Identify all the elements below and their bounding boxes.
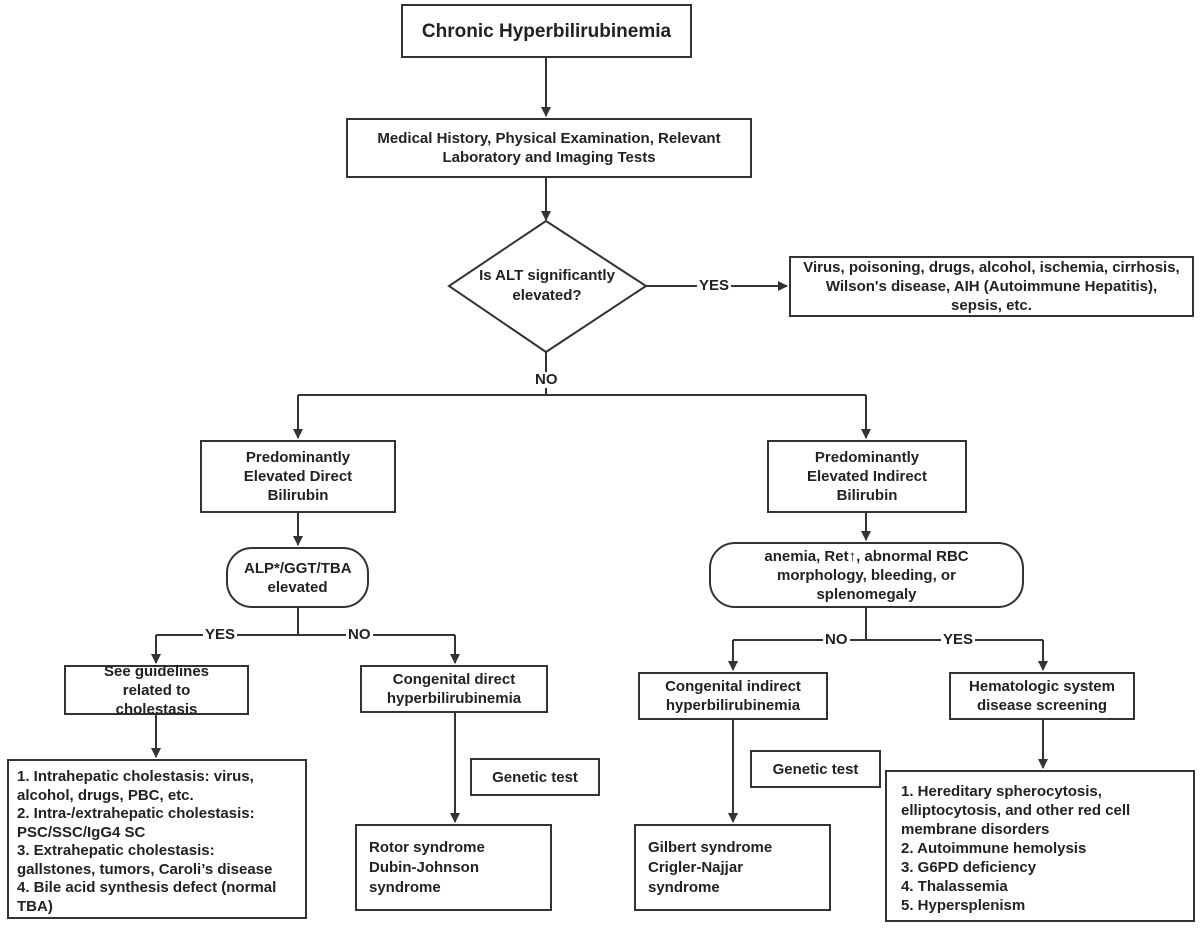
indirect-genetic-test-box: Genetic test (750, 750, 881, 788)
alt-no-label: NO (533, 371, 560, 388)
list-item: Dubin-Johnson (369, 859, 479, 876)
congenital-direct-text: Congenital direct hyperbilirubinemia (386, 671, 522, 707)
alp-ggt-tba-text: ALP*/GGT/TBA elevated (244, 559, 352, 596)
list-item: alcohol, drugs, PBC, etc. (17, 786, 194, 804)
list-item: gallstones, tumors, Caroli’s disease (17, 860, 273, 878)
congenital-indirect-box: Congenital indirect hyperbilirubinemia (638, 672, 828, 720)
cholestasis-guidelines-text: See guidelines related to cholestasis (103, 662, 210, 718)
title-text: Chronic Hyperbilirubinemia (421, 20, 672, 42)
list-item: Rotor syndrome (369, 839, 485, 856)
list-item: 2. Intra-/extrahepatic cholestasis: (17, 805, 255, 822)
direct-bilirubin-box: Predominantly Elevated Direct Bilirubin (200, 440, 396, 513)
alt-yes-causes-text: Virus, poisoning, drugs, alcohol, ischem… (803, 259, 1180, 314)
list-item: TBA) (17, 897, 53, 915)
indirect-bilirubin-text: Predominantly Elevated Indirect Bilirubi… (806, 449, 928, 504)
list-item: 4. Thalassemia (901, 878, 1008, 895)
list-item: 3. Extrahepatic cholestasis: (17, 842, 215, 859)
direct-bilirubin-text: Predominantly Elevated Direct Bilirubin (243, 449, 353, 504)
list-item: 1. Intrahepatic cholestasis: virus, (17, 768, 254, 785)
direct-genetic-test-text: Genetic test (492, 768, 578, 786)
list-item: 5. Hypersplenism (901, 897, 1026, 914)
rotor-dubin-johnson-box: Rotor syndrome Dubin-Johnson syndrome (355, 824, 552, 911)
hematologic-screening-text: Hematologic system disease screening (969, 678, 1115, 714)
anemia-criteria-box: anemia, Ret↑, abnormal RBC morphology, b… (709, 542, 1024, 608)
list-item: syndrome (369, 879, 441, 896)
list-item: 2. Autoimmune hemolysis (901, 840, 1087, 857)
alt-decision-diamond (447, 219, 648, 354)
alt-yes-label: YES (697, 277, 732, 294)
alp-no-label: NO (346, 626, 373, 643)
list-item: Gilbert syndrome (648, 839, 773, 856)
list-item: elliptocytosis, and other red cell (901, 802, 1131, 819)
list-item: 4. Bile acid synthesis defect (normal (17, 879, 277, 896)
alt-yes-causes-box: Virus, poisoning, drugs, alcohol, ischem… (789, 256, 1194, 317)
title-box: Chronic Hyperbilirubinemia (401, 4, 692, 58)
alp-ggt-tba-box: ALP*/GGT/TBA elevated (226, 547, 369, 608)
cholestasis-guidelines-box: See guidelines related to cholestasis (64, 663, 249, 718)
list-item: 1. Hereditary spherocytosis, (901, 783, 1102, 800)
anemia-no-label: NO (823, 631, 850, 648)
list-item: membrane disorders (901, 821, 1050, 838)
cholestasis-causes-list: 1. Intrahepatic cholestasis: virus, alco… (7, 759, 307, 919)
anemia-yes-label: YES (941, 631, 976, 648)
anemia-criteria-text: anemia, Ret↑, abnormal RBC morphology, b… (764, 547, 969, 603)
indirect-bilirubin-box: Predominantly Elevated Indirect Bilirubi… (767, 440, 967, 513)
alp-yes-label: YES (203, 626, 238, 643)
hematologic-screening-box: Hematologic system disease screening (949, 672, 1135, 720)
congenital-indirect-text: Congenital indirect hyperbilirubinemia (665, 678, 801, 714)
history-text: Medical History, Physical Examination, R… (377, 130, 721, 166)
direct-genetic-test-box: Genetic test (470, 758, 600, 796)
list-item: 3. G6PD deficiency (901, 859, 1037, 876)
list-item: syndrome (648, 879, 720, 896)
history-box: Medical History, Physical Examination, R… (346, 118, 752, 178)
list-item: Crigler-Najjar (648, 859, 744, 876)
gilbert-crigler-najjar-box: Gilbert syndrome Crigler-Najjar syndrome (634, 824, 831, 911)
list-item: PSC/SSC/IgG4 SC (17, 823, 146, 841)
indirect-genetic-test-text: Genetic test (772, 760, 859, 778)
congenital-direct-box: Congenital direct hyperbilirubinemia (360, 665, 548, 713)
alt-question-text: Is ALT significantly elevated? (479, 267, 615, 304)
hematologic-disease-list: 1. Hereditary spherocytosis, elliptocyto… (885, 770, 1195, 922)
